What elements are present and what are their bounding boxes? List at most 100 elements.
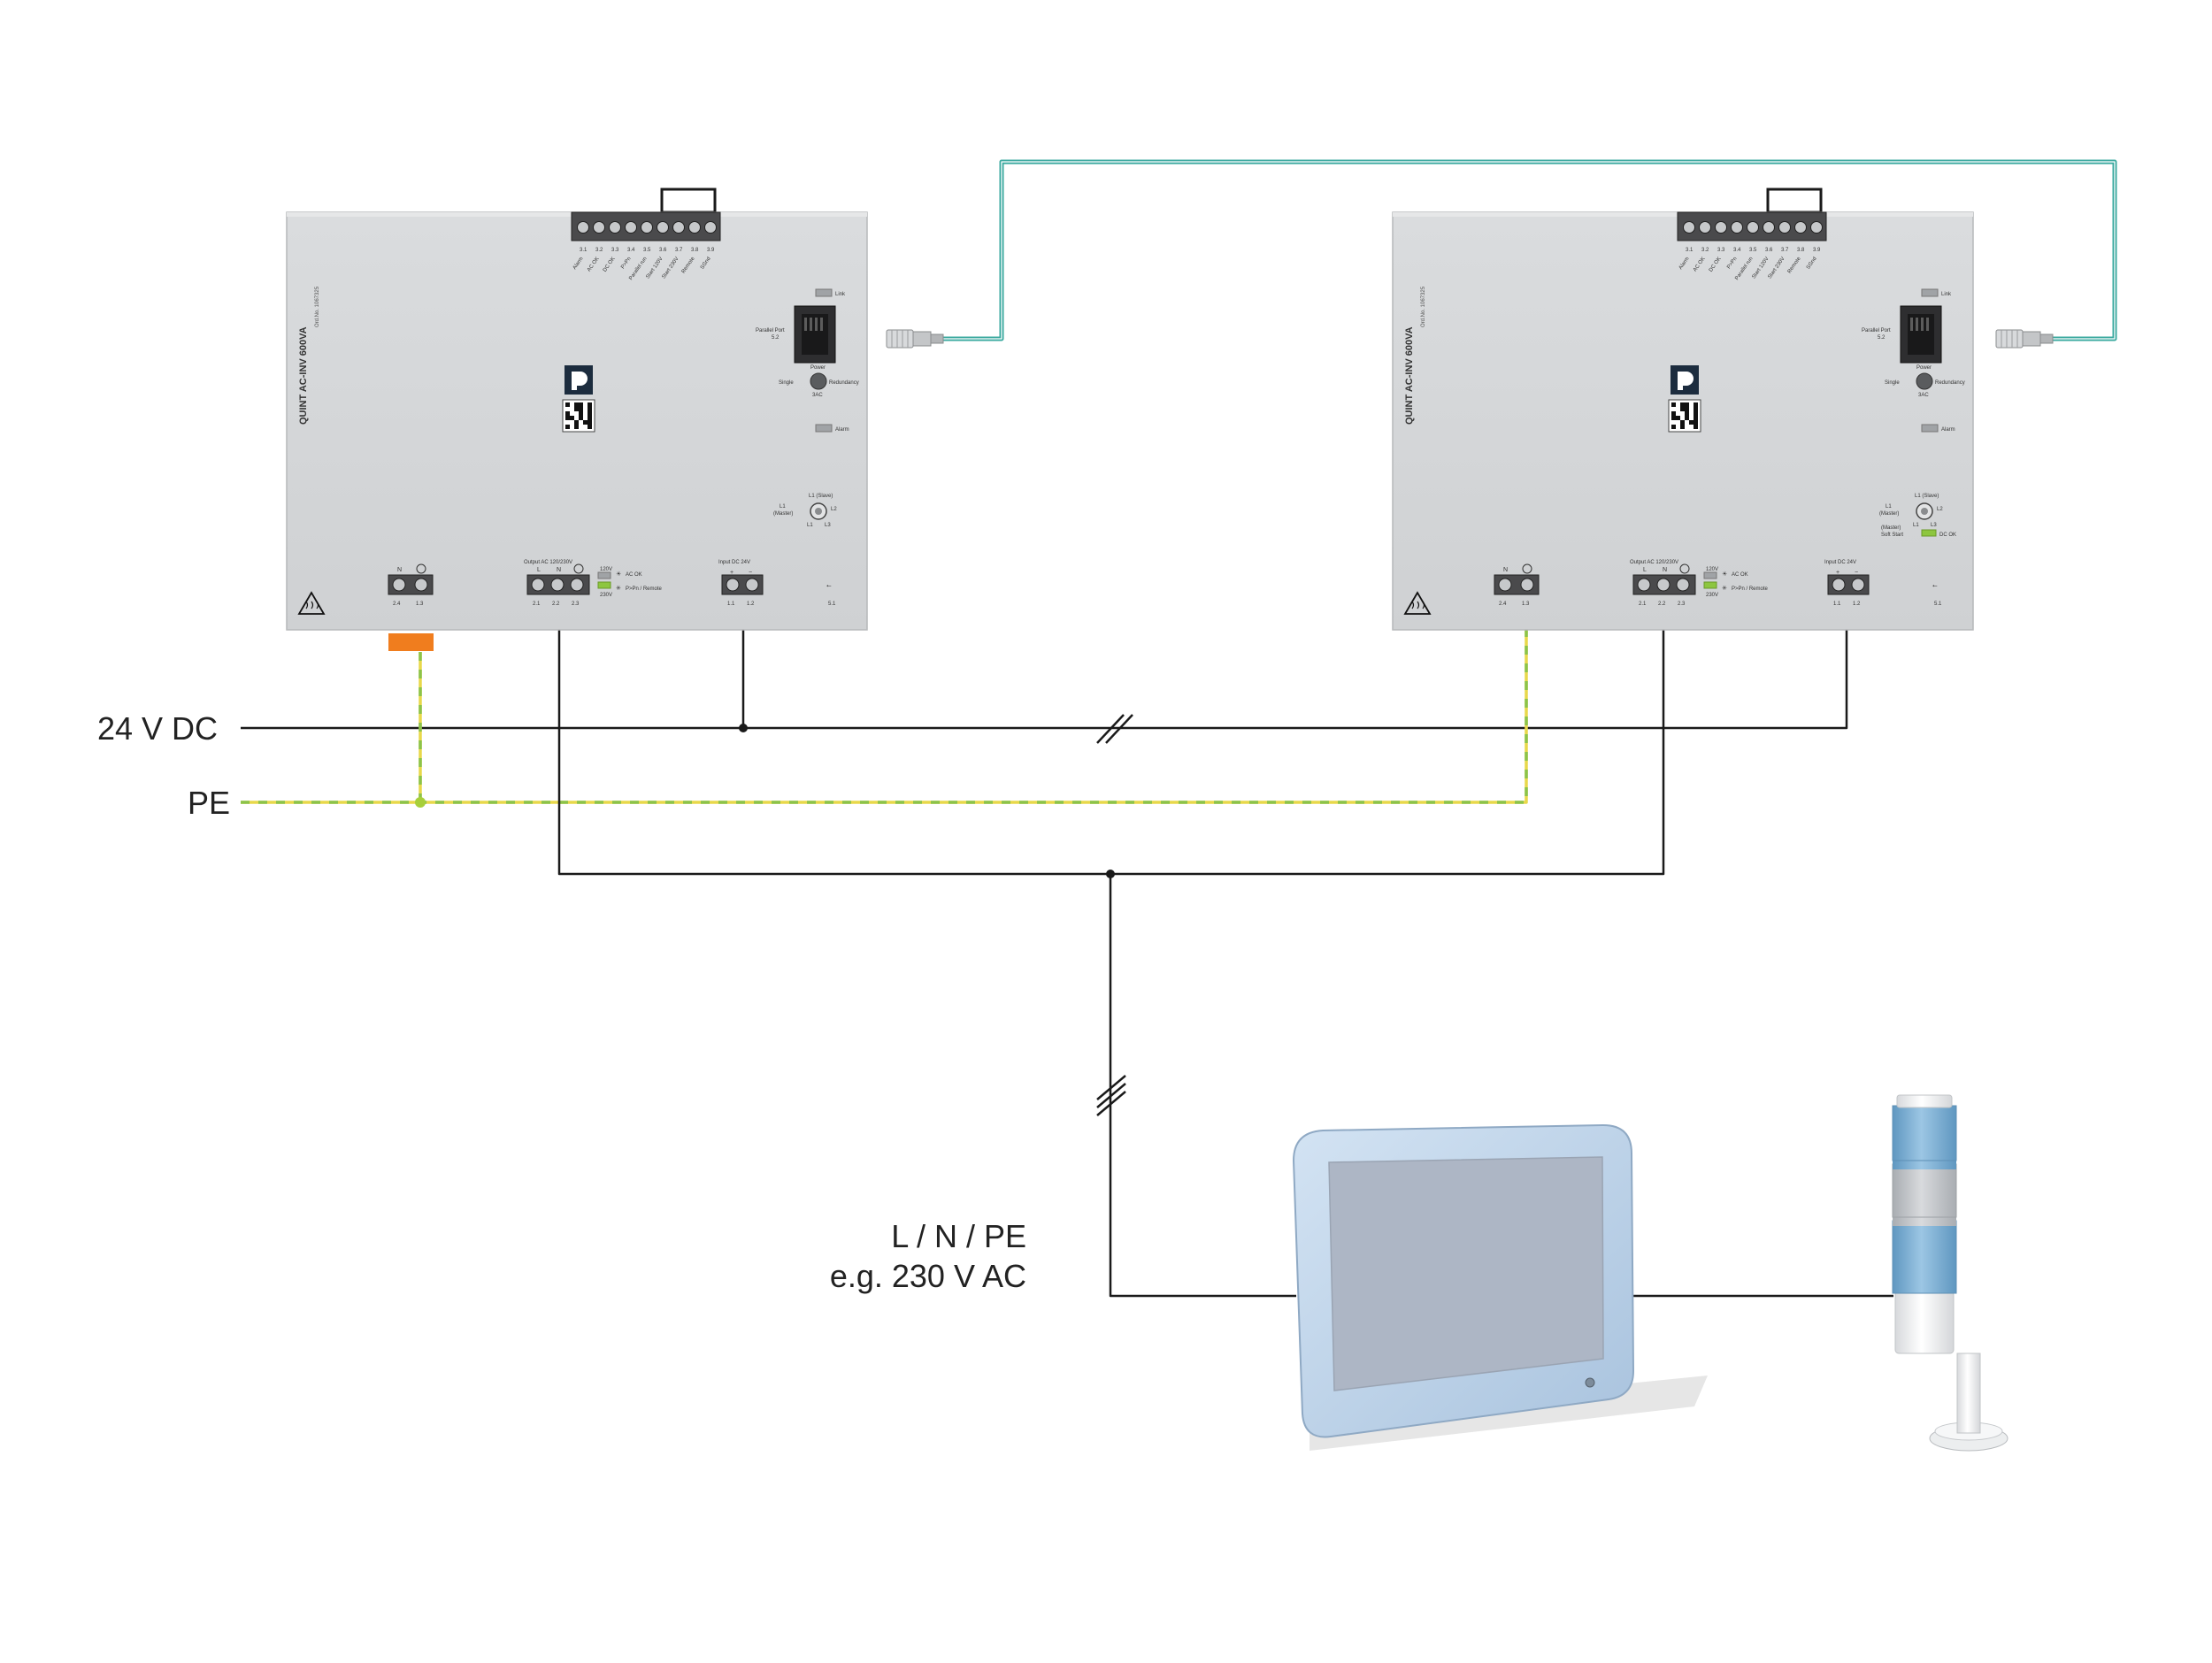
- tower-ring: [1893, 1159, 1956, 1169]
- link-led: [1921, 288, 1939, 297]
- tower-cap: [1896, 1094, 1953, 1108]
- qr-module: [574, 425, 579, 429]
- parallel-port-number: 5.2: [772, 335, 780, 341]
- terminal-screw: [625, 221, 637, 234]
- l3-label: L3: [1931, 523, 1937, 528]
- input-title: Input DC 24V: [718, 560, 750, 565]
- qr-module: [1680, 425, 1685, 429]
- qr-module: [1671, 416, 1676, 420]
- input-plus-label: +: [730, 570, 733, 576]
- voltage-led-230: [597, 581, 611, 589]
- qr-module: [1685, 416, 1689, 420]
- v120-label: 120V: [600, 567, 612, 572]
- rj45-plug-1: [886, 329, 944, 349]
- wiring: [241, 159, 2117, 1298]
- dc-bus-line: [241, 630, 1848, 730]
- ground-icon: [1522, 563, 1532, 574]
- dc-ok-label: DC OK: [1939, 533, 1956, 538]
- pe-terminal-number: 1.3: [416, 602, 424, 607]
- output-title: Output AC 120/230V: [524, 560, 572, 565]
- threeac-label: 3AC: [1918, 393, 1929, 398]
- output-terminal-number: 2.1: [1639, 602, 1647, 607]
- signal-number: 3.3: [611, 248, 619, 253]
- terminal-screw: [1810, 221, 1823, 234]
- port-contact: [810, 318, 812, 331]
- voltage-led-120: [597, 571, 611, 579]
- terminal-screw: [392, 578, 406, 592]
- signal-number: 3.6: [1765, 248, 1773, 253]
- qr-module: [565, 425, 570, 429]
- power-label: Power: [1916, 365, 1932, 371]
- usb-icon: ⭠: [826, 583, 832, 589]
- ppn-remote-label: P>Pn / Remote: [626, 586, 663, 592]
- output-terminal-number: 2.2: [552, 602, 560, 607]
- terminal-screw: [1656, 578, 1671, 592]
- redundancy-label: Redundancy: [829, 380, 859, 386]
- signal-number: 3.9: [1813, 248, 1821, 253]
- terminal-screw: [1794, 221, 1807, 234]
- qr-module: [579, 416, 583, 420]
- port-contact: [1916, 318, 1918, 331]
- terminal-screw: [1699, 221, 1711, 234]
- plug-boot: [912, 331, 932, 347]
- tower-pole: [1956, 1353, 1981, 1434]
- input-title: Input DC 24V: [1824, 560, 1856, 565]
- plug-strain-relief: [2039, 333, 2054, 344]
- terminal-screw: [414, 578, 428, 592]
- ac-bus-slash: [1096, 1091, 1126, 1116]
- usb-number: 5.1: [1934, 602, 1942, 607]
- l1-master-l1: L1: [1886, 504, 1892, 510]
- v230-label: 230V: [1706, 593, 1718, 598]
- tower-module-white: [1894, 1291, 1955, 1354]
- order-number: Ord.No. 1067325: [1421, 286, 1426, 327]
- order-number: Ord.No. 1067325: [315, 286, 320, 327]
- ac-label-line1: L / N / PE: [891, 1218, 1026, 1254]
- output-terminal-number: 2.2: [1658, 602, 1666, 607]
- qr-module: [574, 402, 579, 407]
- terminal-screw: [570, 578, 584, 592]
- voltage-led-120: [1703, 571, 1717, 579]
- qr-module: [579, 402, 583, 407]
- tower-ring: [1893, 1215, 1956, 1226]
- signal-number: 3.7: [1781, 248, 1789, 253]
- bridge-wire: [1766, 188, 1823, 214]
- plug-body: [886, 329, 914, 349]
- pe-n-label: N: [397, 567, 402, 573]
- signal-tower-light: [1892, 1094, 2008, 1452]
- ppn-star-icon: ✳: [1722, 585, 1727, 592]
- input-minus-label: −: [749, 570, 752, 576]
- qr-module: [1671, 411, 1676, 416]
- ac-ok-sun-icon: ☀: [1722, 571, 1727, 578]
- plug-body: [1995, 329, 2024, 349]
- port-contact: [804, 318, 807, 331]
- heat-waves-icon: [305, 601, 319, 609]
- usb-number: 5.1: [828, 602, 836, 607]
- power-label: Power: [810, 365, 826, 371]
- signal-number: 3.1: [580, 248, 588, 253]
- v230-label: 230V: [600, 593, 612, 598]
- signal-number: 3.9: [707, 248, 715, 253]
- power-switch[interactable]: [810, 372, 827, 390]
- power-switch[interactable]: [1916, 372, 1933, 390]
- terminal-screw: [531, 578, 545, 592]
- qr-module: [1680, 420, 1685, 425]
- qr-module: [1676, 416, 1680, 420]
- rj45-plug-2: [1995, 329, 2054, 349]
- output-terminal-number: 2.3: [572, 602, 580, 607]
- bridge-wire: [660, 188, 717, 214]
- qr-module: [1685, 402, 1689, 407]
- ground-icon: [416, 563, 426, 574]
- signal-number: 3.3: [1717, 248, 1725, 253]
- company-logo-mark: [572, 372, 588, 390]
- output-l-label: L: [1643, 567, 1647, 573]
- bus-slash: [1096, 714, 1125, 744]
- hmi-screen: [1328, 1156, 1604, 1391]
- heat-waves-icon: [1411, 601, 1425, 609]
- qr-module: [1694, 416, 1698, 420]
- link-led: [815, 288, 833, 297]
- dc-ok-led: [1921, 529, 1937, 537]
- pe-terminal-number: 2.4: [393, 602, 401, 607]
- signal-number: 3.1: [1686, 248, 1694, 253]
- ground-icon: [573, 563, 584, 574]
